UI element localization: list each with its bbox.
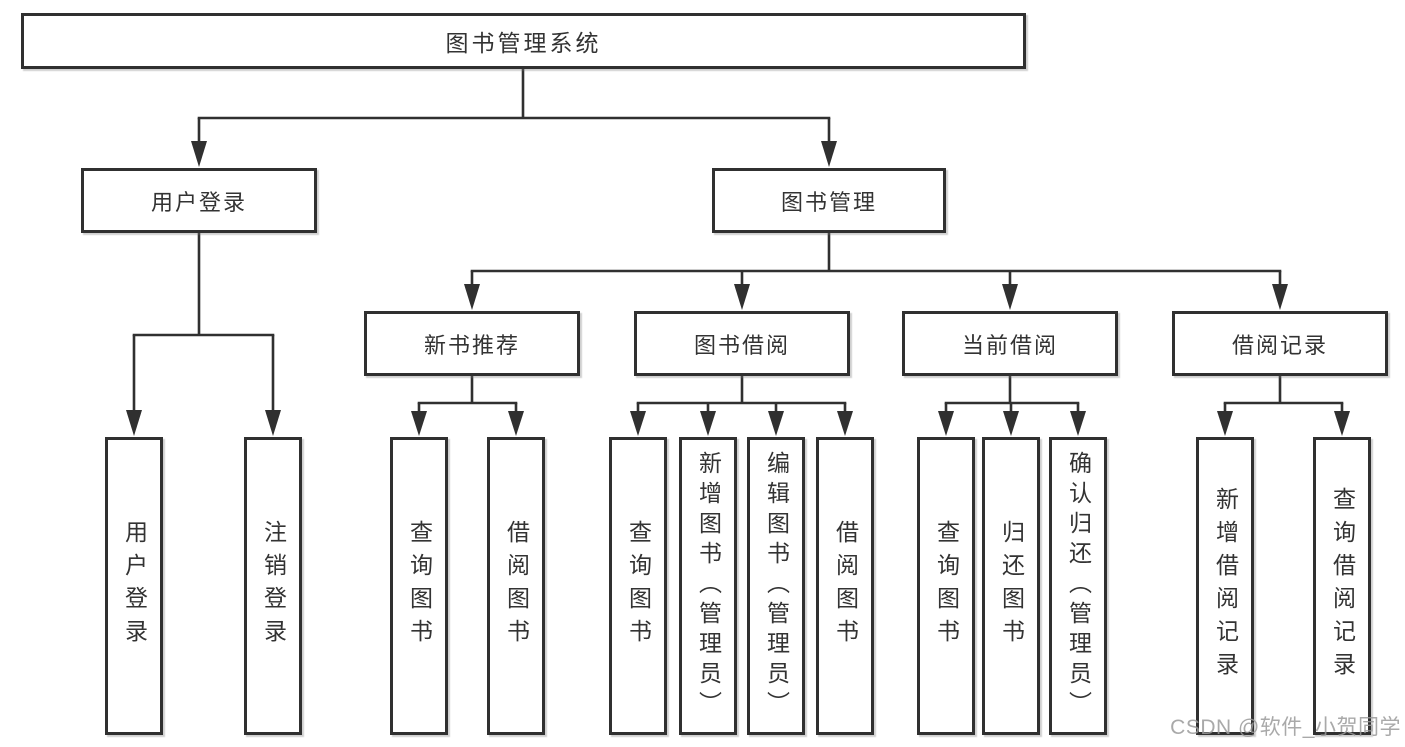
- node-label: 新增借阅记录: [1212, 487, 1239, 685]
- node-leaf-return-books: 归还图书: [982, 437, 1040, 735]
- node-leaf-query-books-recommend: 查询图书: [390, 437, 448, 735]
- node-new-book-recommend: 新书推荐: [364, 311, 580, 376]
- node-label: 图书管理: [780, 189, 877, 215]
- node-label: 借阅记录: [1231, 332, 1328, 358]
- node-label: 编辑图书（管理员）: [763, 451, 790, 721]
- csdn-watermark: CSDN @软件_小贺同学: [1170, 716, 1401, 739]
- node-label: 查询图书: [406, 520, 433, 652]
- node-library-management-system: 图书管理系统: [21, 13, 1026, 69]
- node-leaf-query-borrow-record: 查询借阅记录: [1313, 437, 1371, 735]
- node-label: 图书管理系统: [445, 30, 602, 56]
- node-book-management: 图书管理: [712, 168, 946, 233]
- node-leaf-edit-book-admin: 编辑图书（管理员）: [747, 437, 805, 735]
- node-book-borrowing: 图书借阅: [634, 311, 850, 376]
- node-label: 借阅图书: [503, 520, 530, 652]
- node-label: 图书借阅: [693, 332, 790, 358]
- node-label: 借阅图书: [832, 520, 859, 652]
- node-label: 用户登录: [150, 189, 247, 215]
- node-label: 当前借阅: [961, 332, 1058, 358]
- node-label: 新书推荐: [423, 332, 520, 358]
- node-leaf-add-borrow-record: 新增借阅记录: [1196, 437, 1254, 735]
- node-leaf-query-books-borrow: 查询图书: [609, 437, 667, 735]
- node-label: 查询借阅记录: [1329, 487, 1356, 685]
- node-leaf-add-book-admin: 新增图书（管理员）: [679, 437, 737, 735]
- node-label: 用户登录: [121, 520, 148, 652]
- node-leaf-query-books-current: 查询图书: [917, 437, 975, 735]
- node-current-borrowing: 当前借阅: [902, 311, 1118, 376]
- node-label: 归还图书: [998, 520, 1025, 652]
- node-label: 新增图书（管理员）: [695, 451, 722, 721]
- node-leaf-borrow-books: 借阅图书: [816, 437, 874, 735]
- node-label: 注销登录: [260, 520, 287, 652]
- node-leaf-user-login: 用户登录: [105, 437, 163, 735]
- node-leaf-confirm-return-admin: 确认归还（管理员）: [1049, 437, 1107, 735]
- node-leaf-borrow-books-recommend: 借阅图书: [487, 437, 545, 735]
- node-label: 查询图书: [625, 520, 652, 652]
- node-borrowing-records: 借阅记录: [1172, 311, 1388, 376]
- node-label: 确认归还（管理员）: [1065, 451, 1092, 721]
- node-leaf-logout: 注销登录: [244, 437, 302, 735]
- node-user-login: 用户登录: [81, 168, 317, 233]
- node-label: 查询图书: [933, 520, 960, 652]
